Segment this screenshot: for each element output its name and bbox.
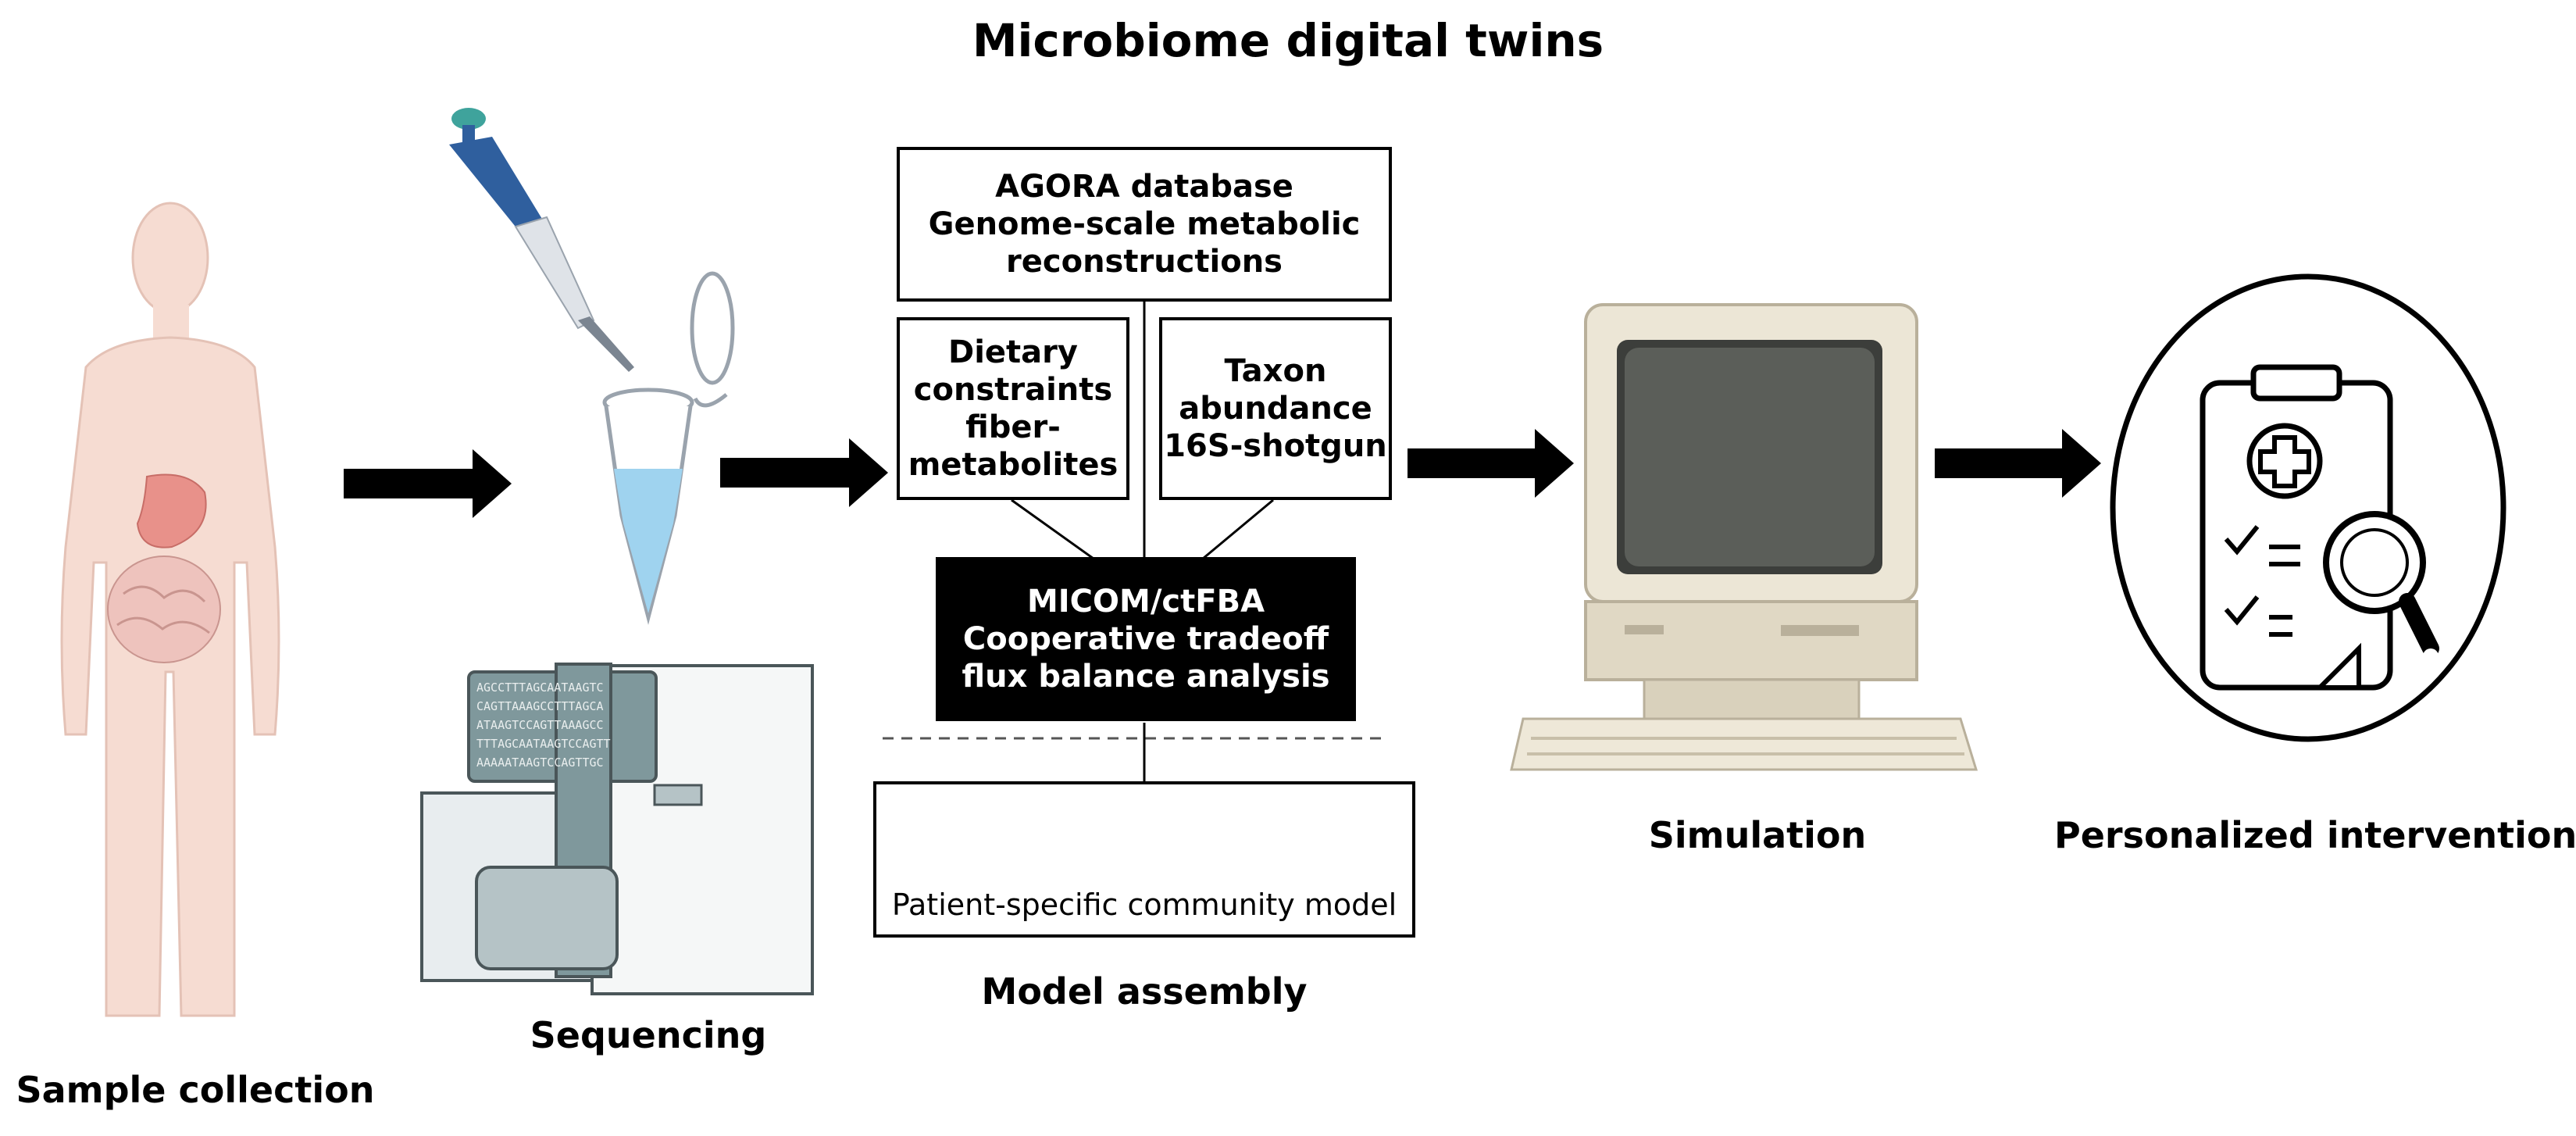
arrow-right-icon — [720, 438, 888, 507]
microtube-icon — [602, 271, 735, 625]
agora-database-box: AGORA database Genome-scale metabolic re… — [897, 147, 1392, 302]
dietary-constraints-box: Dietary constraints fiber- metabolites — [897, 317, 1129, 500]
community-model-label: Patient-specific community model — [891, 888, 1397, 923]
sample-collection-label: Sample collection — [16, 1069, 375, 1111]
micom-ctfba-box: MICOM/ctFBA Cooperative tradeoff flux ba… — [936, 557, 1356, 721]
clipboard-magnifier-icon — [2110, 273, 2506, 742]
micom-ctfba-label: MICOM/ctFBA Cooperative tradeoff flux ba… — [962, 584, 1330, 695]
diagram-title: Microbiome digital twins — [972, 14, 1604, 67]
sequencer-icon — [420, 663, 814, 995]
pipette-icon — [449, 108, 634, 372]
arrow-right-icon — [1408, 429, 1574, 498]
sequencer-screen-text: AGCCTTTAGCAATAAGTC CAGTTAAAGCCTTTAGCA AT… — [476, 681, 611, 770]
sequencing-label: Sequencing — [530, 1014, 767, 1056]
arrow-right-icon — [344, 449, 512, 518]
model-connectors — [883, 301, 1386, 783]
simulation-label: Simulation — [1648, 814, 1867, 856]
taxon-abundance-box: Taxon abundance 16S-shotgun — [1159, 317, 1392, 500]
human-body-icon — [60, 202, 280, 1017]
taxon-abundance-label: Taxon abundance 16S-shotgun — [1164, 353, 1387, 464]
arrow-right-icon — [1935, 429, 2101, 498]
model-assembly-label: Model assembly — [981, 970, 1308, 1013]
dietary-constraints-label: Dietary constraints fiber- metabolites — [908, 334, 1119, 483]
personalized-intervention-label: Personalized intervention — [2054, 814, 2576, 856]
computer-icon — [1510, 303, 1978, 771]
agora-database-label: AGORA database Genome-scale metabolic re… — [928, 169, 1361, 280]
community-model-box: Patient-specific community model — [873, 781, 1415, 938]
